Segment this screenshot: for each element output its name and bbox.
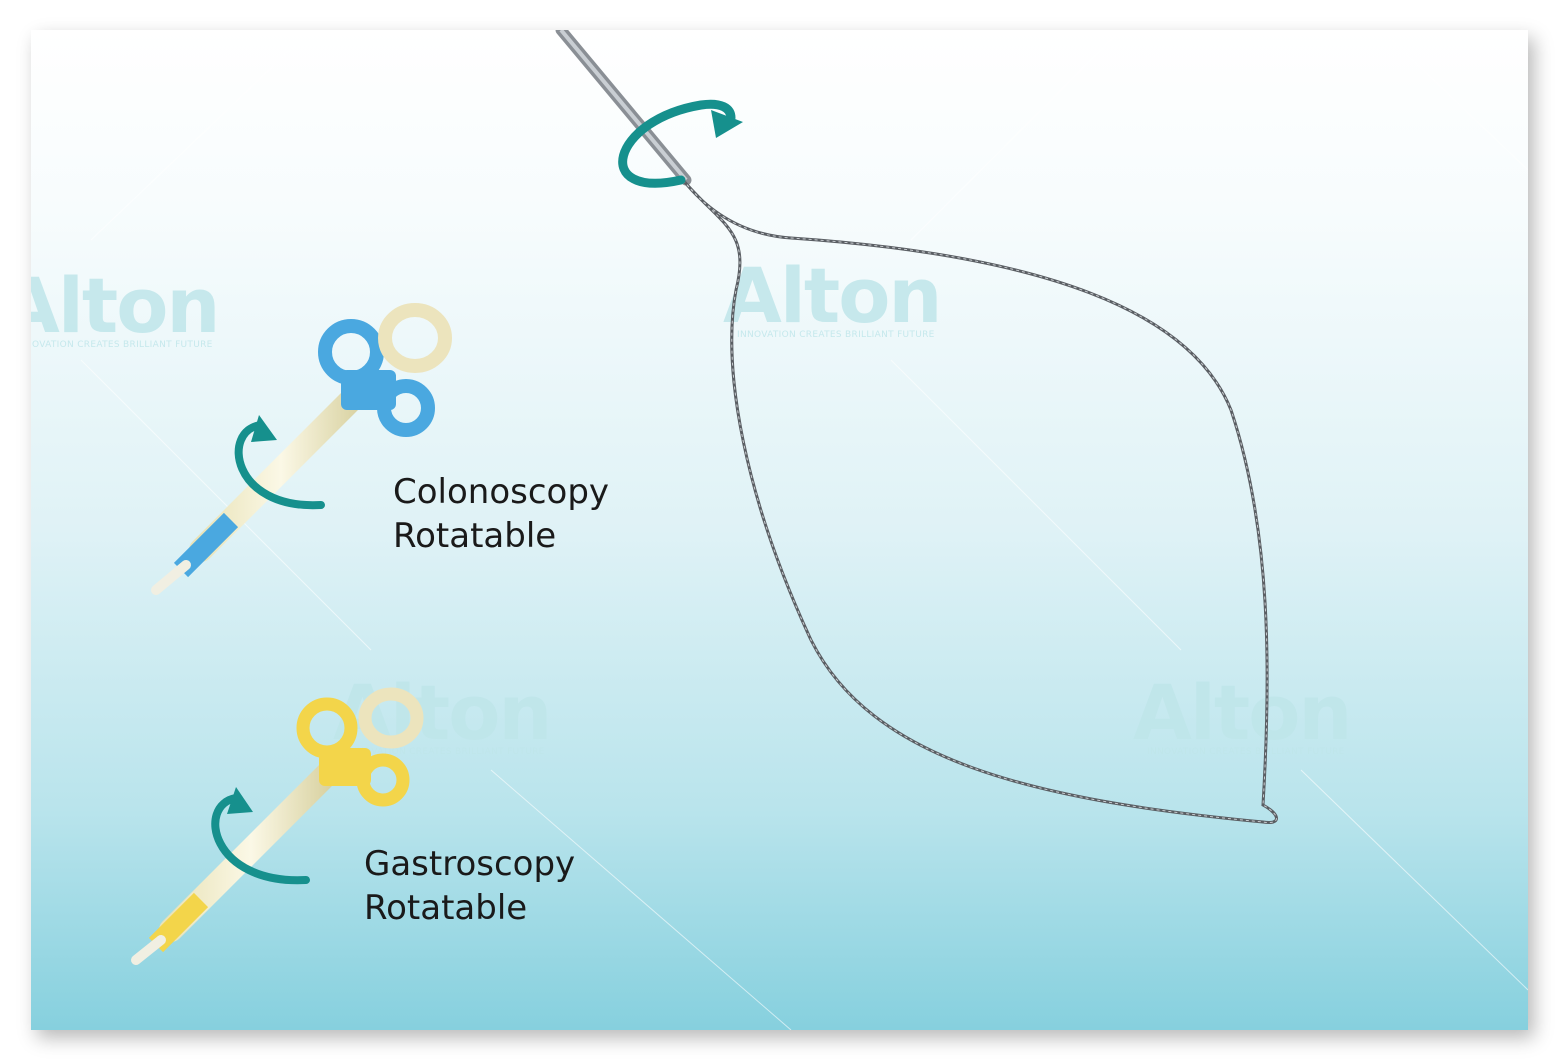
- watermark-brand: Alton: [723, 251, 943, 340]
- rotation-arrow-icon: [618, 99, 743, 188]
- gastroscopy-label-line2: Rotatable: [364, 888, 528, 928]
- watermark-tagline: INNOVATION CREATES BRILLIANT FUTURE: [737, 330, 935, 340]
- colonoscopy-label-line1: Colonoscopy: [393, 472, 610, 512]
- watermark-brand: Alton: [1133, 668, 1353, 757]
- product-illustration: [80, 30, 1528, 1030]
- background-lines: [80, 30, 1528, 1030]
- snare-shaft: [555, 30, 692, 186]
- watermark-left: Alton INNOVATION CREATES BRILLIANT FUTUR…: [31, 261, 221, 351]
- watermark-tagline: INNOVATION CREATES BRILLIANT FUTURE: [1147, 747, 1345, 757]
- watermark-center: Alton INNOVATION CREATES BRILLIANT FUTUR…: [723, 251, 943, 341]
- gastroscopy-label-line1: Gastroscopy: [364, 844, 576, 884]
- rotation-arrow-icon: [211, 787, 310, 885]
- rotation-arrow-icon: [234, 415, 325, 510]
- watermark-lower-right: Alton INNOVATION CREATES BRILLIANT FUTUR…: [1133, 668, 1353, 758]
- colonoscopy-label: Colonoscopy Rotatable: [393, 470, 609, 558]
- colonoscopy-label-line2: Rotatable: [393, 516, 557, 556]
- gastroscopy-handle: [131, 687, 424, 965]
- snare-loop: [681, 179, 1278, 825]
- product-image-frame: Alton INNOVATION CREATES BRILLIANT FUTUR…: [31, 30, 1528, 1030]
- watermark-brand: Alton: [31, 261, 221, 350]
- gastroscopy-label: Gastroscopy Rotatable: [364, 842, 575, 930]
- watermark-tagline: INNOVATION CREATES BRILLIANT FUTURE: [347, 747, 545, 757]
- colonoscopy-handle: [151, 303, 452, 595]
- watermark-tagline: INNOVATION CREATES BRILLIANT FUTURE: [31, 340, 213, 350]
